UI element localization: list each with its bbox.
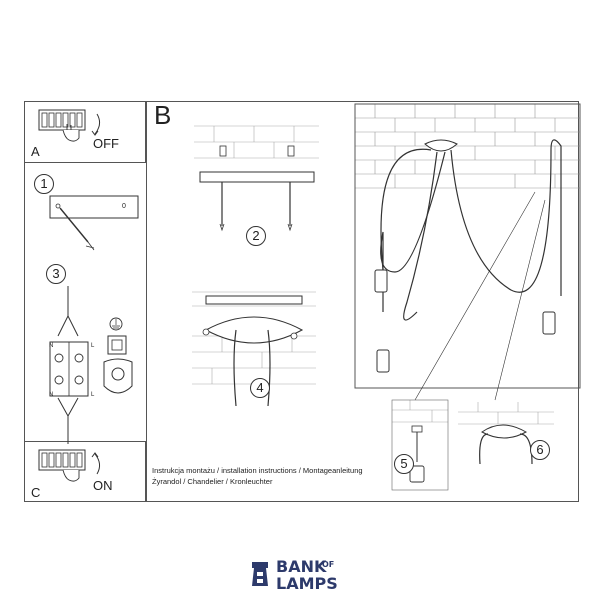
sheet-divider bbox=[146, 101, 147, 502]
panel-c-label: C bbox=[31, 485, 41, 500]
instruction-sheet bbox=[24, 101, 579, 502]
logo-word-of: OF bbox=[322, 560, 335, 569]
terminal-n-bottom: N bbox=[49, 392, 54, 398]
terminal-block-illustration bbox=[49, 286, 133, 444]
panel-a-label: A bbox=[31, 144, 40, 159]
mounting-plate-illustration bbox=[49, 195, 139, 251]
step-3-badge: 3 bbox=[46, 264, 66, 284]
step-5-badge: 5 bbox=[394, 454, 414, 474]
lighthouse-logo-icon bbox=[252, 562, 268, 586]
panel-a: A OFF bbox=[24, 101, 146, 163]
plate-mark: 0 bbox=[122, 203, 126, 210]
socket-detail-illustration bbox=[391, 399, 449, 491]
step-2-badge: 2 bbox=[246, 226, 266, 246]
cable-adjust-illustration bbox=[458, 402, 554, 465]
step-1-badge: 1 bbox=[34, 174, 54, 194]
breaker-on-illustration bbox=[38, 449, 101, 482]
ceiling-mount-illustration bbox=[194, 125, 319, 232]
chandelier-scene-illustration bbox=[354, 103, 581, 401]
breaker-off-illustration bbox=[38, 109, 101, 142]
logo-word-lamps: LAMPS bbox=[276, 574, 338, 593]
off-label: OFF bbox=[93, 136, 119, 151]
step-6-badge: 6 bbox=[530, 440, 550, 460]
caption-line-2: Żyrandol / Chandelier / Kronleuchter bbox=[152, 477, 273, 486]
terminal-l-bottom: L bbox=[91, 392, 95, 398]
on-label: ON bbox=[93, 478, 113, 493]
terminal-n-top: N bbox=[49, 343, 54, 349]
caption-line-1: Instrukcja montażu / installation instru… bbox=[152, 466, 363, 475]
panel-c: C ON bbox=[24, 441, 146, 502]
terminal-l-top: L bbox=[91, 343, 95, 349]
step-4-badge: 4 bbox=[250, 378, 270, 398]
panel-b-label: B bbox=[154, 100, 172, 130]
logo-word-bank: BANK bbox=[276, 557, 327, 576]
